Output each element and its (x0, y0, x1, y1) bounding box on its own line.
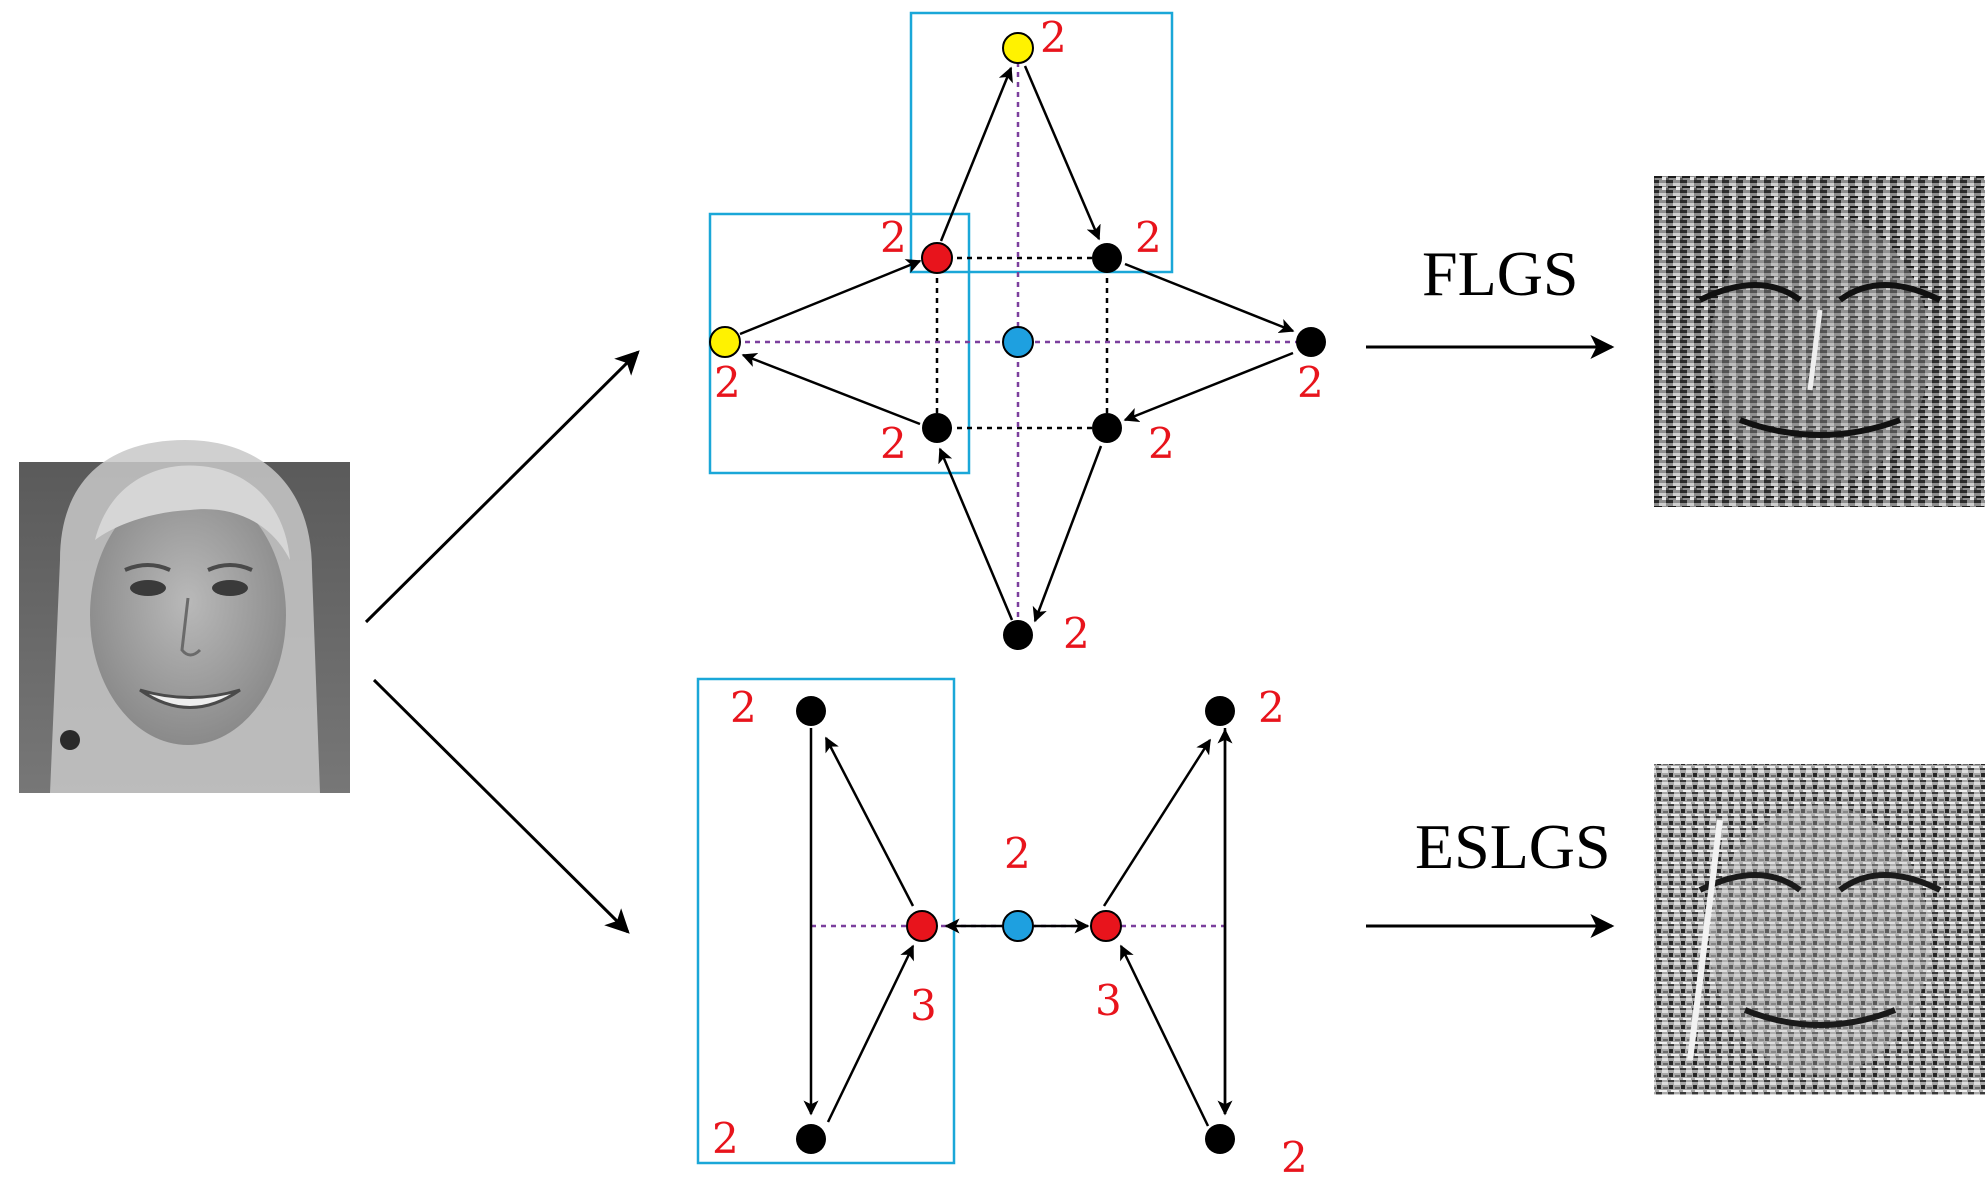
flgs-node-left (709, 326, 741, 358)
flgs-arrow (1032, 445, 1103, 623)
eslgs-label-right-center: 3 (1095, 976, 1122, 1025)
eslgs-arrow (826, 944, 915, 1123)
flgs-arrow (1123, 351, 1294, 422)
eslgs-node-left-top (796, 696, 826, 726)
eslgs-arrow (824, 736, 915, 907)
flgs-arrow (741, 352, 921, 426)
flgs-label-upper-left: 2 (880, 213, 907, 262)
flgs-node-upper-right (1092, 243, 1122, 273)
flgs-arrow (938, 447, 1014, 621)
eslgs-node-center (1002, 910, 1034, 942)
eslgs-arrow (1102, 738, 1212, 907)
flgs-arrow (1023, 65, 1101, 241)
flgs-arrow (739, 259, 922, 336)
flgs-label-lower-left: 2 (880, 419, 907, 468)
arrow-to-eslgs (372, 678, 630, 934)
eslgs-label-left-bottom: 2 (712, 1114, 739, 1163)
flgs-node-lower-left (922, 413, 952, 443)
eslgs-arrow (1119, 944, 1210, 1127)
flgs-node-lower-right (1092, 413, 1122, 443)
flgs-label-top: 2 (1040, 13, 1067, 62)
eslgs-output-image (1654, 764, 1985, 1095)
flgs-output-image (1654, 176, 1985, 507)
eslgs-label-center: 2 (1004, 829, 1031, 878)
eslgs-node-right-bottom (1205, 1124, 1235, 1154)
eslgs-node-left-bottom (796, 1124, 826, 1154)
arrow-to-flgs (364, 350, 640, 624)
flgs-node-bottom (1003, 620, 1033, 650)
eslgs-node-left-center (906, 910, 938, 942)
input-face-image (19, 440, 350, 793)
flgs-label-right: 2 (1297, 358, 1324, 407)
flgs-node-top (1002, 32, 1034, 64)
flgs-method-label: FLGS (1422, 238, 1579, 309)
eslgs-pattern: 2 2 2 2 3 3 2 (696, 677, 1308, 1182)
eslgs-method-label: ESLGS (1415, 811, 1611, 882)
eslgs-label-left-top: 2 (730, 683, 757, 732)
flgs-pattern: 2 2 2 2 2 2 2 2 (708, 11, 1326, 658)
flgs-node-center (1002, 326, 1034, 358)
flgs-label-lower-right: 2 (1148, 419, 1175, 468)
eslgs-label-left-center: 3 (910, 981, 937, 1030)
flgs-window-top (909, 11, 1174, 274)
eslgs-node-right-top (1205, 696, 1235, 726)
flgs-arrow (1124, 262, 1295, 333)
eslgs-node-right-center (1090, 910, 1122, 942)
flgs-label-bottom: 2 (1063, 609, 1090, 658)
flgs-label-left: 2 (714, 358, 741, 407)
flgs-node-right (1296, 327, 1326, 357)
flgs-label-upper-right: 2 (1135, 213, 1162, 262)
flgs-node-upper-left (921, 242, 953, 274)
eslgs-label-right-top: 2 (1258, 683, 1285, 732)
eslgs-label-right-bottom: 2 (1281, 1133, 1308, 1182)
flgs-arrow (939, 66, 1013, 242)
